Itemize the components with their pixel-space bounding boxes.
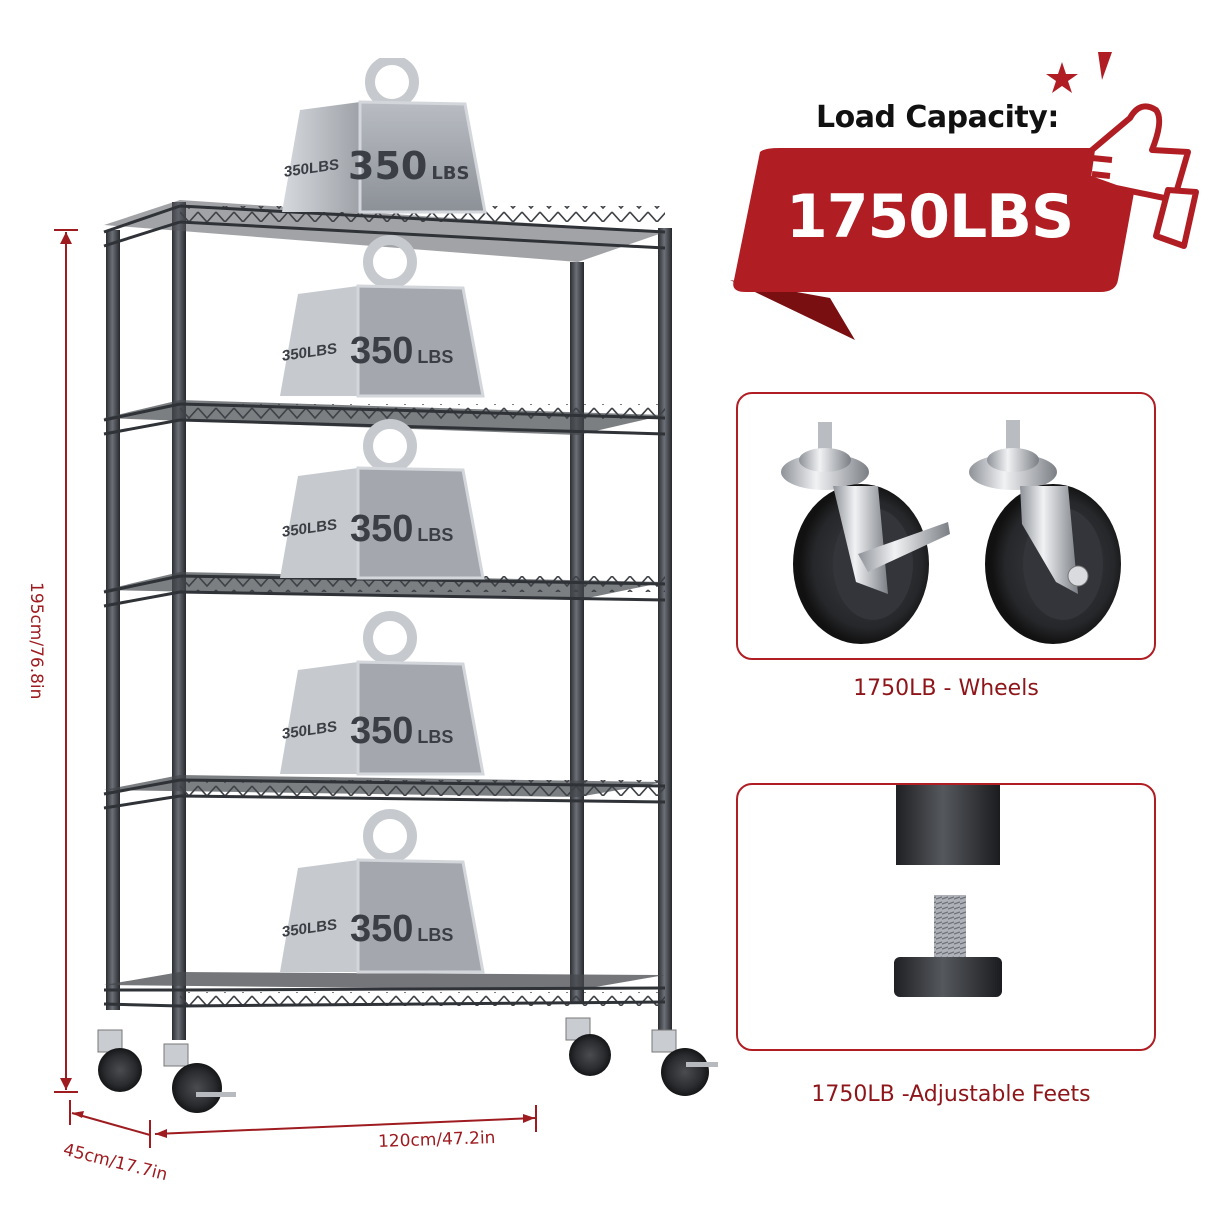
caster-wheel-back-right	[565, 1017, 611, 1076]
feature-caption-wheels: 1750LB - Wheels	[853, 676, 1039, 701]
star-icon	[1038, 52, 1112, 158]
weight-icon	[282, 55, 487, 214]
load-capacity-value: 1750LBS	[786, 182, 1074, 252]
shelf-tier-4	[103, 775, 666, 810]
weight-4	[278, 610, 488, 780]
height-dimension-line	[54, 229, 78, 1093]
shelving-unit-illustration	[54, 200, 718, 1148]
shelf-tier-2	[103, 400, 666, 436]
shelf-tier-5	[103, 972, 666, 1008]
weight-3	[278, 418, 488, 583]
shelf-tier-1	[103, 200, 666, 262]
weight-1	[280, 55, 490, 218]
leveling-feet-image	[894, 785, 1002, 997]
load-capacity-banner	[730, 52, 1199, 340]
width-dimension-line	[154, 1105, 537, 1138]
depth-dimension-line	[69, 1100, 151, 1148]
feature-box-feet	[736, 783, 1156, 1051]
load-capacity-title: Load Capacity:	[816, 100, 1059, 135]
shelf-tier-3	[103, 572, 666, 608]
feature-caption-feet: 1750LB -Adjustable Feets	[811, 1082, 1091, 1107]
caster-wheel-front-left	[163, 1043, 236, 1113]
caster-wheels-image	[781, 420, 1121, 644]
caster-wheel-back-left	[97, 1029, 142, 1092]
caster-wheel-front-right	[651, 1029, 718, 1096]
width-dimension-label: 120cm/47.2in	[377, 1127, 496, 1153]
thumbs-up-icon	[1085, 103, 1199, 249]
height-dimension-label: 195cm/76.8in	[26, 582, 46, 700]
weight-5	[278, 808, 488, 978]
feature-box-wheels	[736, 392, 1156, 660]
weight-2	[278, 232, 488, 402]
